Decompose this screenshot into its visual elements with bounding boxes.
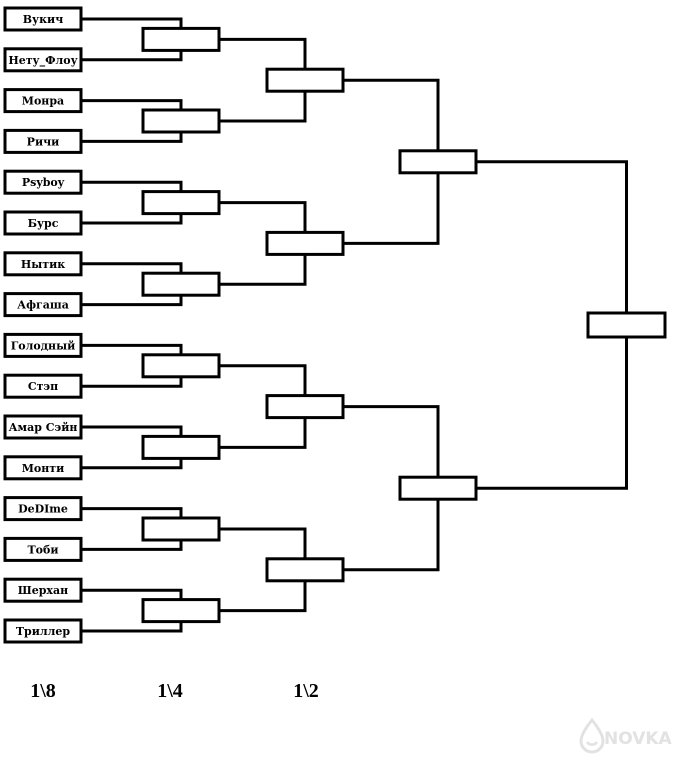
player-box-6 [3,210,83,236]
winner-box-1 [586,311,667,339]
player-box-3 [3,88,83,114]
semifinal-box-4 [265,557,345,583]
connector-line [81,376,183,388]
player-box-14 [3,536,83,562]
connector-line [476,337,628,490]
connector-line [81,180,183,192]
player-box-15 [3,577,83,603]
connector-line [81,213,183,225]
player-name-3: Монра [22,95,64,108]
player-name-8: Афгаша [17,299,69,312]
player-box-4 [3,128,83,154]
connector-line [81,458,183,470]
quarterfinal-box-2 [141,108,221,134]
player-box-12 [3,455,83,481]
player-name-14: Тоби [27,543,58,556]
player-name-11: Амар Сэйн [9,421,78,434]
player-name-15: Шерхан [18,584,68,597]
connector-line [219,37,307,70]
player-name-7: Нытик [21,258,65,271]
player-box-8 [3,292,83,318]
player-box-1 [3,6,83,32]
player-name-6: Бурс [28,217,59,230]
bracket-boxes: ВукичНету_ФлоуМонраРичиPsyboyБурсНытикАф… [3,6,667,644]
drop-logo-icon [579,717,605,754]
semifinal-box-3 [265,394,345,420]
connector-line [219,91,307,123]
connector-line [219,527,307,559]
player-box-13 [3,496,83,522]
connector-line [219,254,307,286]
quarterfinal-box-5 [141,353,221,379]
round-labels: 1\8 1\4 1\2 [30,680,319,702]
player-name-9: Голодный [11,339,76,352]
player-box-5 [3,169,83,195]
connector-line [81,621,183,633]
round-label-3: 1\2 [293,680,319,702]
player-name-2: Нету_Флоу [8,54,77,68]
connector-line [219,417,307,449]
quarterfinal-box-1 [141,26,221,52]
connector-line [219,580,307,613]
connector-line [81,295,183,307]
player-box-11 [3,414,83,440]
watermark: NOVKA [579,717,673,754]
player-name-13: DeDIme [18,503,68,516]
connector-line [343,172,440,245]
player-name-4: Ричи [27,135,60,148]
player-name-5: Psyboy [22,176,65,189]
connector-line [81,540,183,551]
connector-line [81,588,183,600]
player-box-2 [3,47,83,73]
quarterfinal-box-7 [141,516,221,542]
watermark-text: NOVKA [604,729,673,749]
quarterfinal-box-3 [141,190,221,216]
connector-line [81,132,183,143]
player-box-16 [3,618,83,644]
connector-line [81,425,183,437]
player-name-12: Монти [22,462,65,475]
connector-line [81,99,183,110]
connector-line [81,50,183,62]
player-box-9 [3,332,83,358]
semifinal-box-1 [265,67,345,93]
connector-line [219,364,307,396]
connector-line [476,160,628,313]
semifinal-box-2 [265,230,345,256]
player-name-16: Триллер [16,625,71,638]
player-name-10: Стэп [28,380,58,393]
final-box-1 [398,149,478,175]
connector-line [343,78,440,151]
player-name-1: Вукич [23,13,64,26]
connector-line [81,507,183,518]
player-box-10 [3,373,83,399]
quarterfinal-box-8 [141,598,221,624]
connector-line [81,343,183,355]
connector-line [343,499,440,572]
connector-line [81,17,183,29]
round-label-2: 1\4 [157,680,183,702]
quarterfinal-box-6 [141,434,221,460]
quarterfinal-box-4 [141,271,221,297]
connector-line [219,201,307,233]
connector-line [81,262,183,274]
player-box-7 [3,251,83,277]
bracket-connectors [81,17,628,633]
round-label-1: 1\8 [30,680,56,702]
connector-line [343,405,440,478]
final-box-2 [398,475,478,501]
